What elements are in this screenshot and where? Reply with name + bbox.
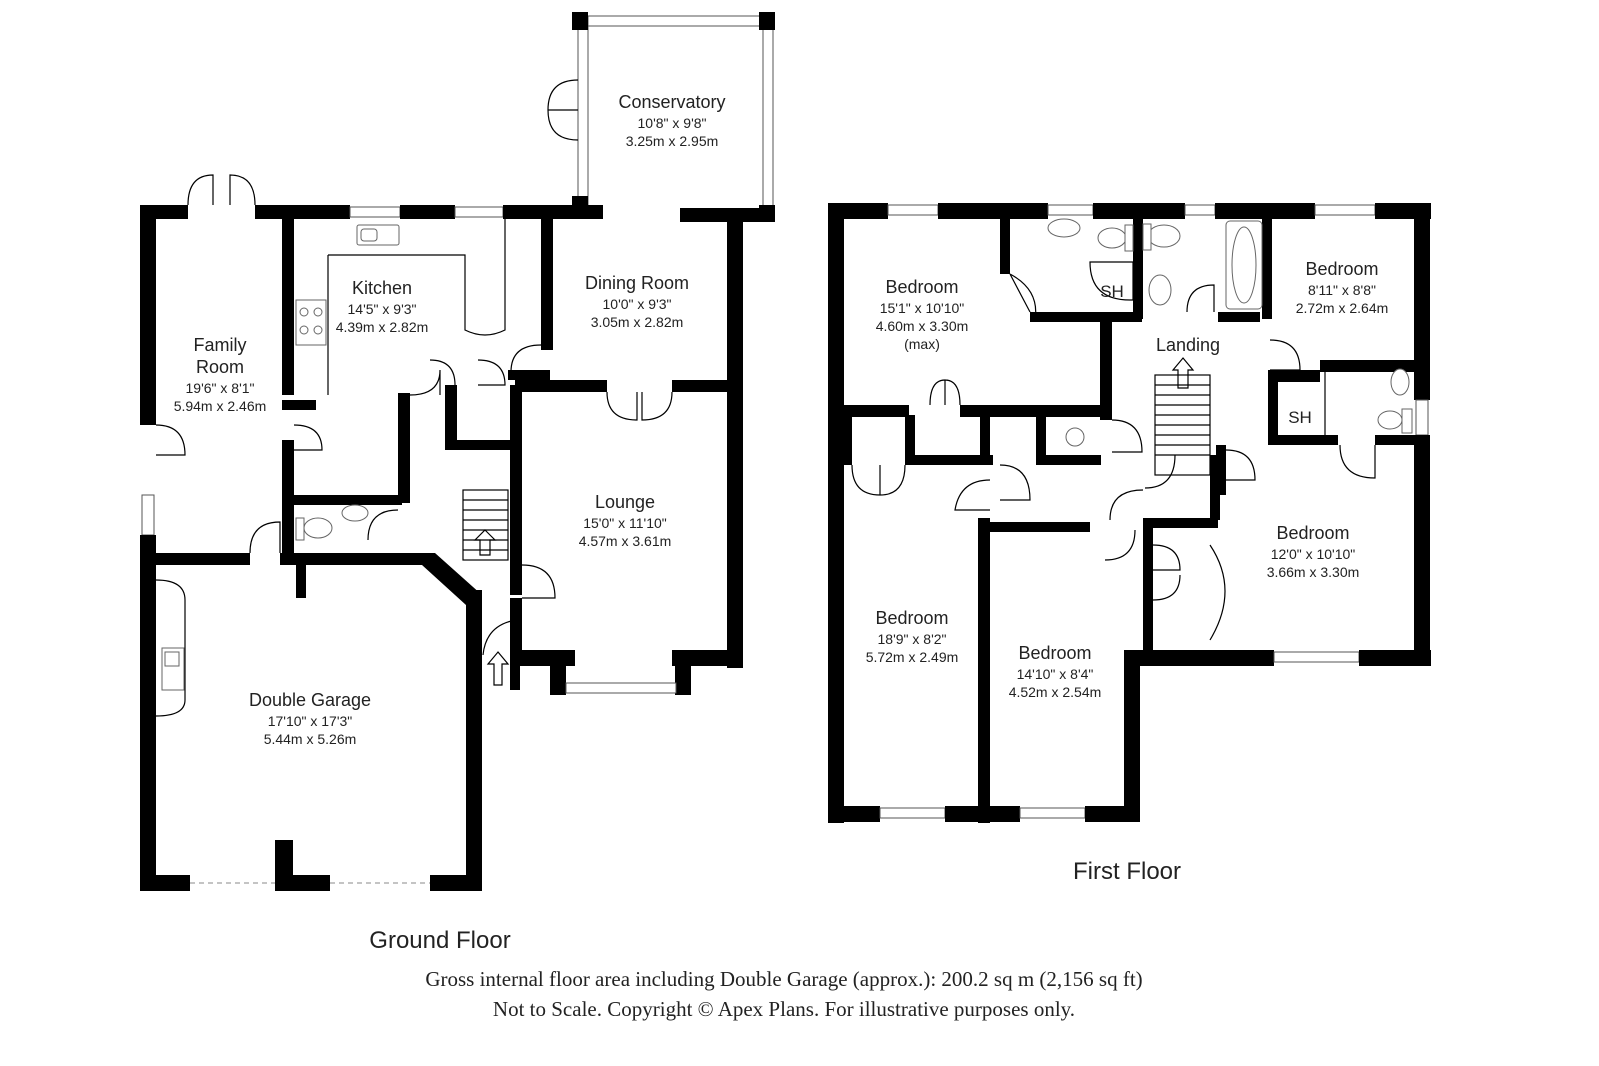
bedroom3-name: Bedroom <box>875 608 948 628</box>
bedroom5-dim-imperial: 12'0" x 10'10" <box>1271 546 1356 562</box>
bathroom-fixtures <box>1142 220 1263 310</box>
family-room-label: Family Room 19'6" x 8'1" 5.94m x 2.46m <box>174 335 267 414</box>
entrance-arrow-icon <box>486 651 510 686</box>
lounge-dim-metric: 4.57m x 3.61m <box>579 533 672 549</box>
ensuite-shower-label: SH <box>1100 282 1124 301</box>
bedroom5-dim-metric: 3.66m x 3.30m <box>1267 564 1360 580</box>
bedroom4-dim-metric: 4.52m x 2.54m <box>1009 684 1102 700</box>
bedroom4-dim-imperial: 14'10" x 8'4" <box>1017 666 1094 682</box>
kitchen-dim-metric: 4.39m x 2.82m <box>336 319 429 335</box>
conservatory-door <box>547 79 579 141</box>
first-floor-walls <box>828 203 1431 823</box>
ensuite-fixtures <box>1047 218 1134 301</box>
bedroom2-ensuite-fixtures <box>1324 368 1413 445</box>
sink-icon <box>356 224 400 246</box>
first-floor-plan: SH SH <box>828 203 1431 823</box>
ground-floor-walls <box>140 205 775 891</box>
garage-name: Double Garage <box>249 690 371 710</box>
landing-label: Landing <box>1156 335 1220 355</box>
bedroom5-name: Bedroom <box>1276 523 1349 543</box>
garage-dim-metric: 5.44m x 5.26m <box>264 731 357 747</box>
lounge-label: Lounge 15'0" x 11'10" 4.57m x 3.61m <box>579 492 672 549</box>
first-floor-stairs <box>1154 357 1211 476</box>
lounge-name: Lounge <box>595 492 655 512</box>
family-room-dim-imperial: 19'6" x 8'1" <box>186 380 255 396</box>
ground-floor-plan <box>140 12 775 891</box>
family-room-french-door <box>187 174 256 206</box>
bedroom2-dim-imperial: 8'11" x 8'8" <box>1308 282 1376 298</box>
ground-stairs <box>462 489 509 561</box>
garage-dim-imperial: 17'10" x 17'3" <box>268 713 353 729</box>
bedroom3-dim-metric: 5.72m x 2.49m <box>866 649 959 665</box>
kitchen-units <box>328 219 506 336</box>
hob-icon <box>295 299 327 346</box>
dining-room-name: Dining Room <box>585 273 689 293</box>
dining-room-dim-imperial: 10'0" x 9'3" <box>603 296 672 312</box>
bedroom1-ensuite-door <box>1009 273 1037 321</box>
bedroom4-label: Bedroom 14'10" x 8'4" 4.52m x 2.54m <box>1009 643 1102 700</box>
kitchen-label: Kitchen 14'5" x 9'3" 4.39m x 2.82m <box>336 278 429 335</box>
floor-area-note: Gross internal floor area including Doub… <box>425 967 1142 991</box>
lounge-french-door <box>606 391 673 421</box>
lounge-dim-imperial: 15'0" x 11'10" <box>583 515 667 531</box>
bedroom3-dim-imperial: 18'9" x 8'2" <box>878 631 947 647</box>
bedroom2-shower-label: SH <box>1288 408 1312 427</box>
bedroom1-name: Bedroom <box>885 277 958 297</box>
bedroom1-dim-metric: 4.60m x 3.30m <box>876 318 969 334</box>
bedroom2-label: Bedroom 8'11" x 8'8" 2.72m x 2.64m <box>1296 259 1389 316</box>
conservatory-dim-metric: 3.25m x 2.95m <box>626 133 719 149</box>
bedroom5-label: Bedroom 12'0" x 10'10" 3.66m x 3.30m <box>1267 523 1360 580</box>
bedroom4-name: Bedroom <box>1018 643 1091 663</box>
conservatory-name: Conservatory <box>618 92 725 112</box>
family-room-name-2: Room <box>196 357 244 377</box>
bedroom1-dim-note: (max) <box>904 336 940 352</box>
kitchen-dim-imperial: 14'5" x 9'3" <box>348 301 417 317</box>
ground-floor-title: Ground Floor <box>369 927 510 954</box>
bedroom1-label: Bedroom 15'1" x 10'10" 4.60m x 3.30m (ma… <box>876 277 969 352</box>
bedroom2-name: Bedroom <box>1305 259 1378 279</box>
dining-room-label: Dining Room 10'0" x 9'3" 3.05m x 2.82m <box>585 273 689 330</box>
family-side-door <box>155 424 186 456</box>
bedroom1-dim-imperial: 15'1" x 10'10" <box>880 300 965 316</box>
family-room-dim-metric: 5.94m x 2.46m <box>174 398 267 414</box>
conservatory-dim-imperial: 10'8" x 9'8" <box>638 115 707 131</box>
dining-room-dim-metric: 3.05m x 2.82m <box>591 314 684 330</box>
garage-sink-icon <box>155 579 186 717</box>
copyright-note: Not to Scale. Copyright © Apex Plans. Fo… <box>493 997 1075 1021</box>
conservatory-label: Conservatory 10'8" x 9'8" 3.25m x 2.95m <box>618 92 725 149</box>
family-room-name-1: Family <box>194 335 247 355</box>
bedroom2-dim-metric: 2.72m x 2.64m <box>1296 300 1389 316</box>
first-floor-title: First Floor <box>1073 858 1181 885</box>
cupboard-fixture-icon <box>1065 427 1085 447</box>
garage-label: Double Garage 17'10" x 17'3" 5.44m x 5.2… <box>249 690 371 747</box>
hall-doors <box>409 359 456 396</box>
toilet-icon <box>295 504 369 541</box>
bedroom3-label: Bedroom 18'9" x 8'2" 5.72m x 2.49m <box>866 608 959 665</box>
kitchen-name: Kitchen <box>352 278 412 298</box>
